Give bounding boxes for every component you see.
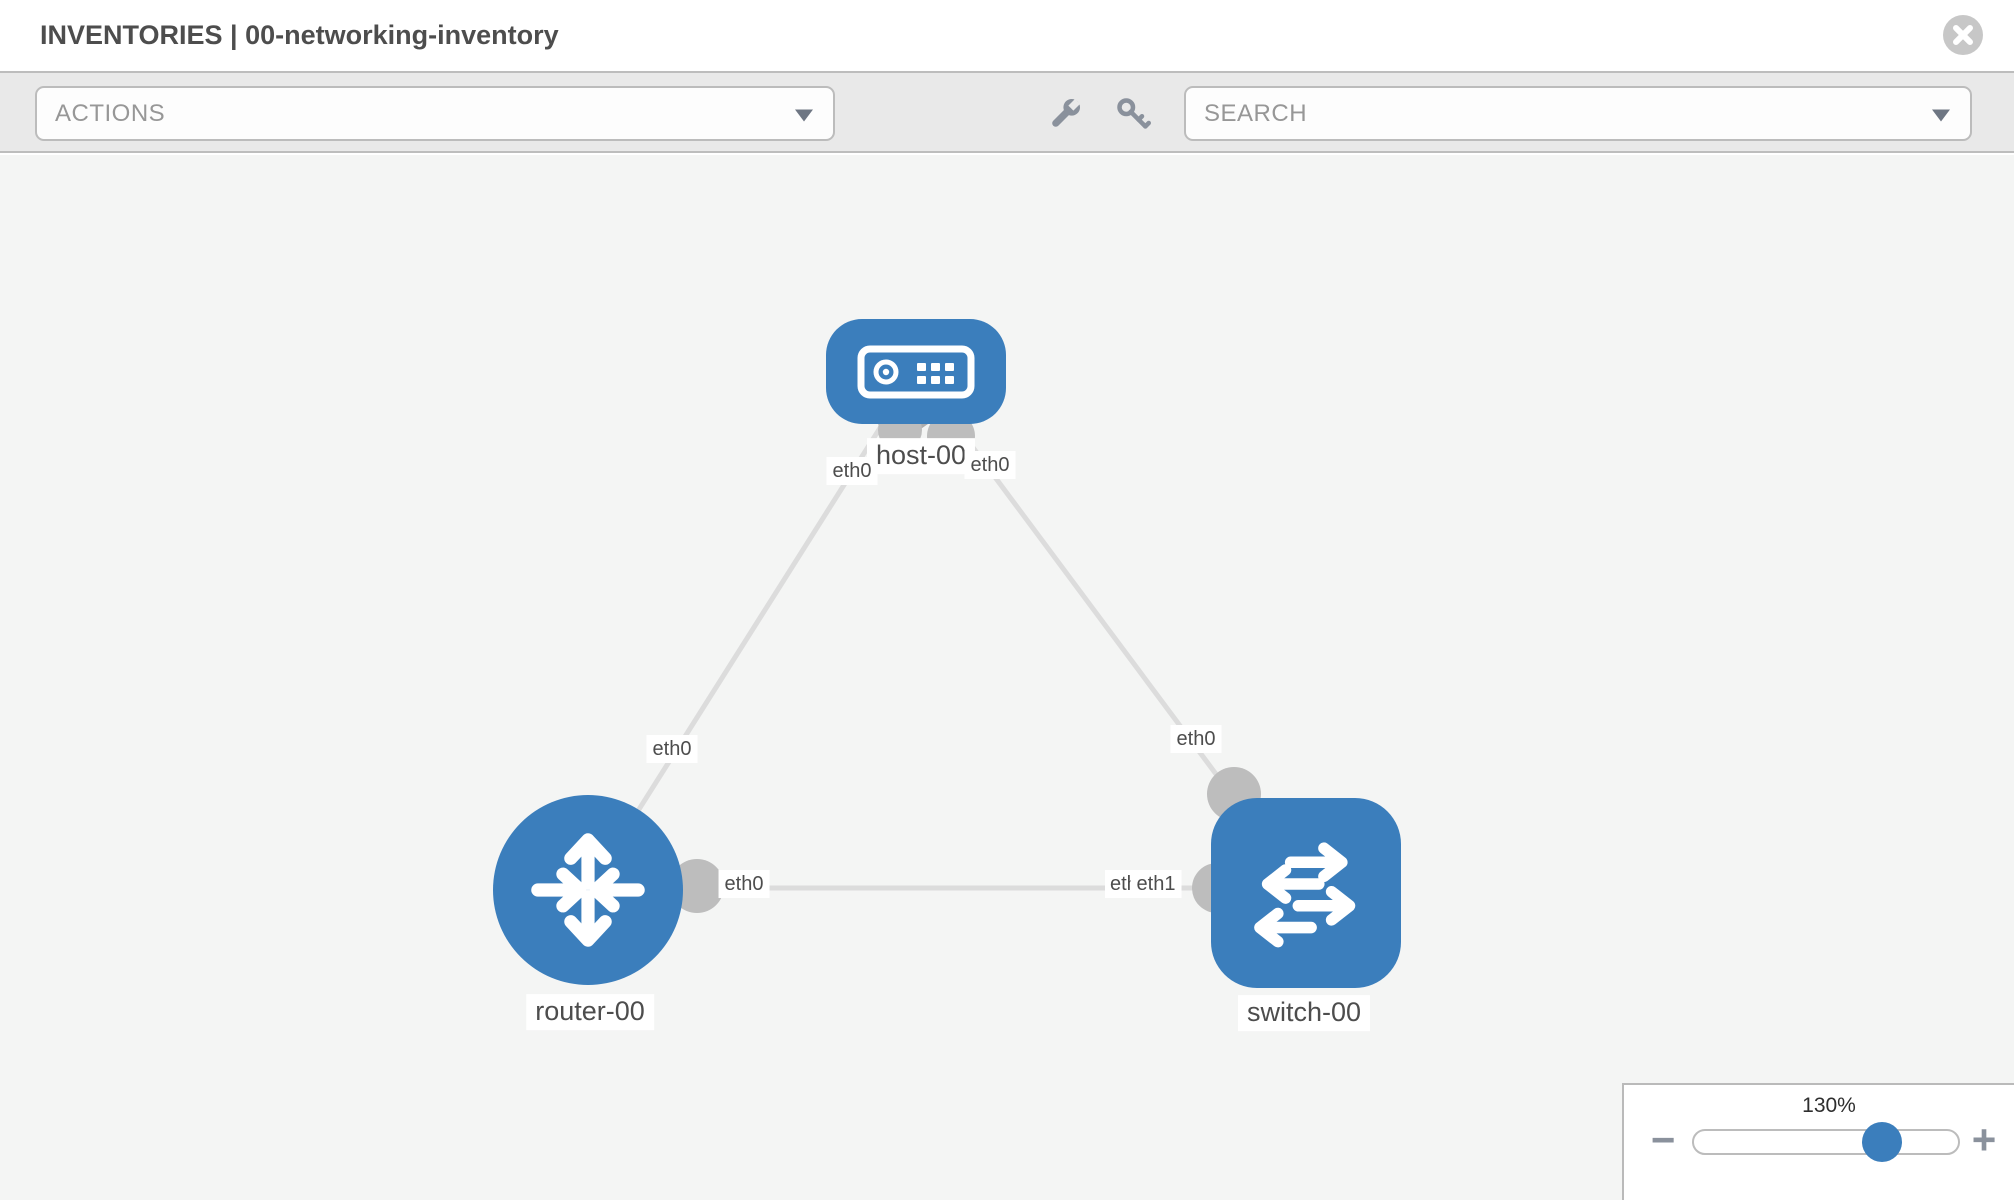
node-router-00[interactable] xyxy=(493,795,683,985)
node-host-00[interactable] xyxy=(826,319,1006,424)
node-label-router-00: router-00 xyxy=(526,994,654,1030)
interface-label: eth0 xyxy=(964,451,1016,479)
close-icon xyxy=(1952,24,1974,46)
key-button[interactable] xyxy=(1105,86,1160,141)
plus-icon: + xyxy=(1971,1116,1997,1163)
zoom-slider-handle[interactable] xyxy=(1862,1122,1902,1162)
interface-label: eth1 xyxy=(1130,870,1182,898)
page-title: INVENTORIES | 00-networking-inventory xyxy=(40,20,559,50)
key-icon xyxy=(1115,96,1151,132)
interface-label-overlapped: eth1 xyxy=(1105,870,1131,898)
minus-icon: − xyxy=(1650,1116,1676,1163)
close-button[interactable] xyxy=(1943,15,1983,55)
switch-icon xyxy=(1242,829,1370,957)
interface-endpoint xyxy=(670,859,724,913)
interface-label: eth0 xyxy=(646,735,698,763)
actions-dropdown[interactable]: ACTIONS xyxy=(35,86,835,141)
chevron-down-icon xyxy=(795,108,813,121)
zoom-out-button[interactable]: − xyxy=(1641,1116,1685,1163)
search-dropdown[interactable]: SEARCH xyxy=(1184,86,1972,141)
zoom-control-panel: 130% − + xyxy=(1622,1083,2014,1200)
zoom-in-button[interactable]: + xyxy=(1962,1116,2006,1163)
actions-dropdown-label: ACTIONS xyxy=(55,99,166,127)
toolbar: ACTIONS xyxy=(0,71,2014,153)
header: INVENTORIES | 00-networking-inventory xyxy=(0,0,2014,71)
wrench-icon xyxy=(1046,95,1084,133)
interface-label: eth0 xyxy=(826,457,878,485)
node-switch-00[interactable] xyxy=(1211,798,1401,988)
topology-canvas[interactable]: host-00 router-00 switch-00 eth0 eth0 et… xyxy=(0,155,2014,1200)
wrench-button[interactable] xyxy=(1037,86,1092,141)
interface-label: eth0 xyxy=(1170,725,1222,753)
node-label-host-00: host-00 xyxy=(866,438,976,474)
search-dropdown-label: SEARCH xyxy=(1204,99,1308,127)
host-icon xyxy=(857,342,975,402)
chevron-down-icon xyxy=(1932,108,1950,121)
router-icon xyxy=(522,824,654,956)
zoom-slider[interactable] xyxy=(1692,1122,1960,1162)
interface-label: eth0 xyxy=(718,870,770,898)
node-label-switch-00: switch-00 xyxy=(1237,995,1371,1031)
zoom-level-label: 130% xyxy=(1802,1094,1856,1117)
